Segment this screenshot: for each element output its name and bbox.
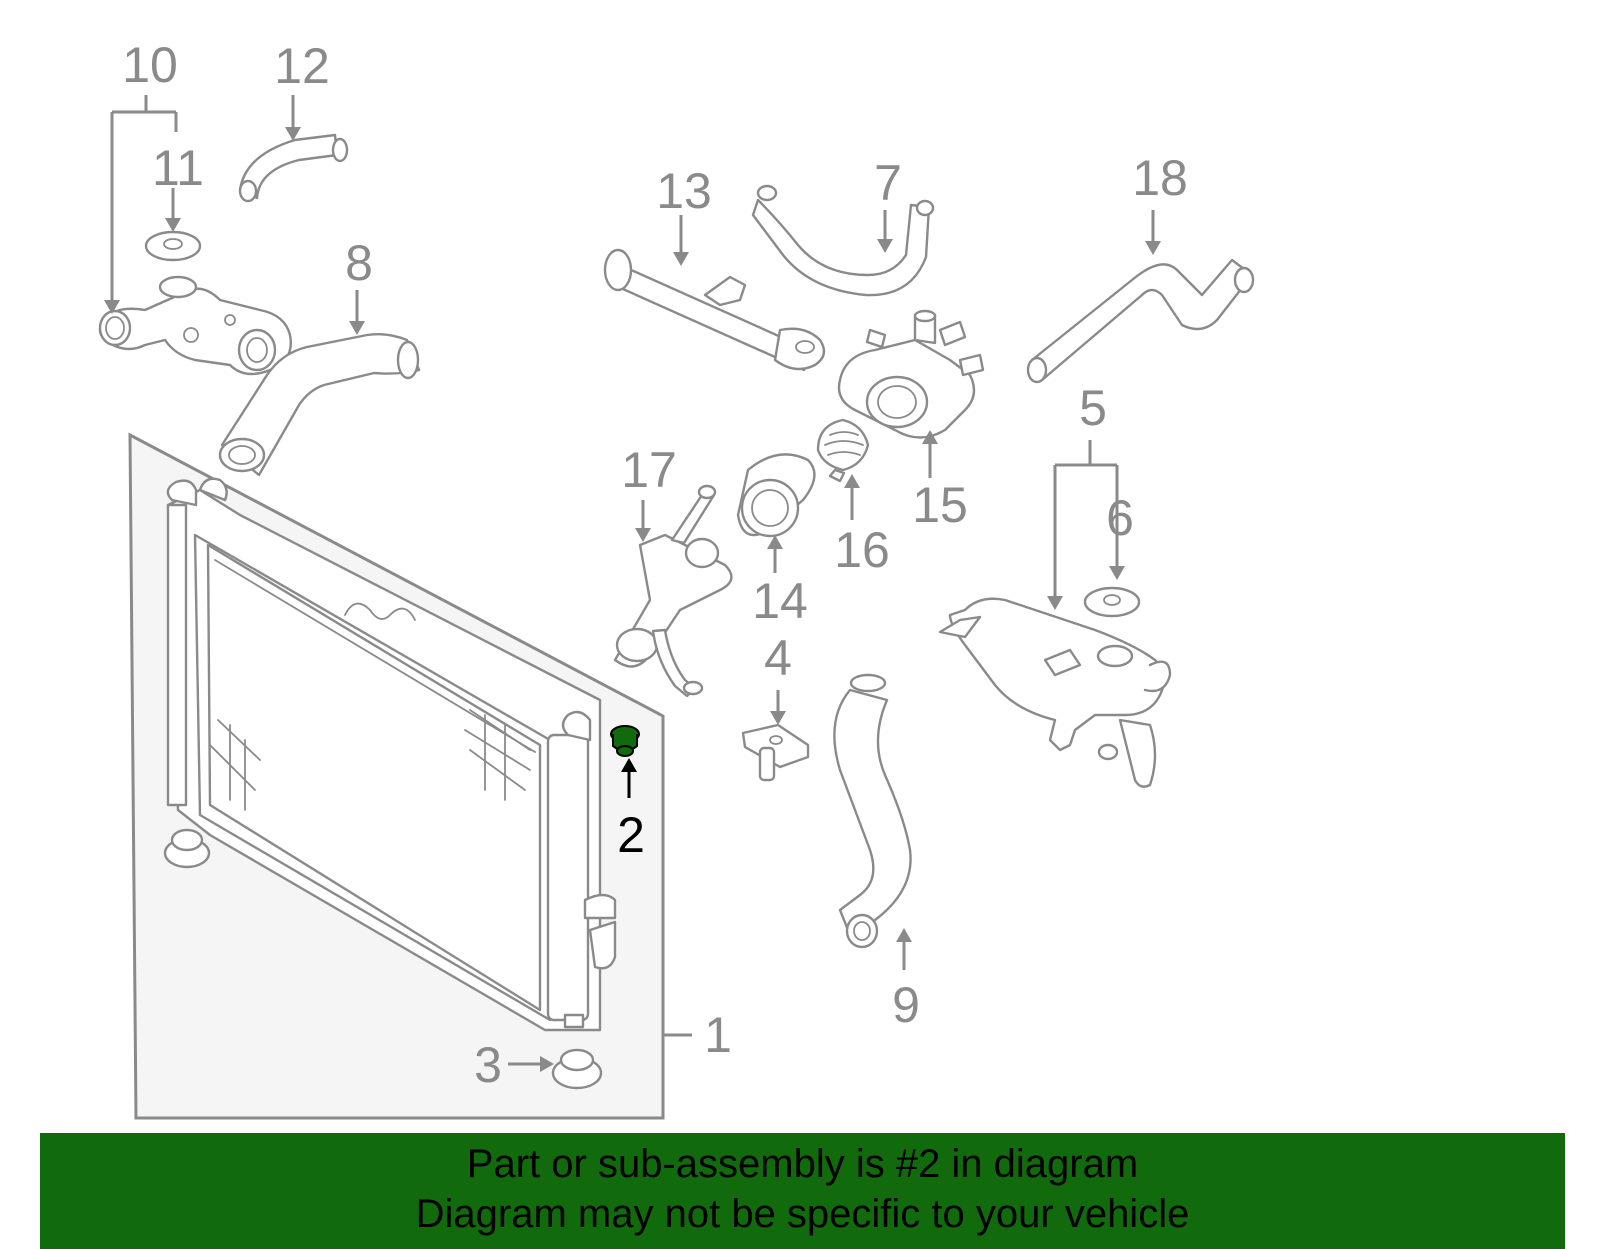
- callout-6: 6: [1106, 490, 1134, 546]
- callout-5: 5: [1079, 380, 1107, 436]
- lower-left-mount: [163, 828, 211, 869]
- radiator-mount-part-3: [551, 1048, 603, 1090]
- lower-hose-part-9: [833, 673, 912, 949]
- callout-2-highlighted: 2: [617, 807, 645, 863]
- callout-1: 1: [704, 1007, 732, 1063]
- upper-hose-part-8: [218, 332, 421, 477]
- callout-16: 16: [834, 522, 890, 578]
- hose-part-7: [751, 184, 935, 297]
- callout-17: 17: [621, 442, 677, 498]
- reservoir-part-5: [938, 597, 1172, 788]
- banner-line-2: Diagram may not be specific to your vehi…: [415, 1192, 1190, 1236]
- callout-13: 13: [656, 163, 712, 219]
- callout-7: 7: [874, 155, 902, 211]
- bracket-part-4: [741, 723, 810, 782]
- bypass-pipe-part-13: [603, 248, 826, 372]
- leader-lines: [104, 95, 1161, 1072]
- radiator: [166, 477, 617, 1032]
- callout-8: 8: [345, 235, 373, 291]
- info-banner: Part or sub-assembly is #2 in diagram Di…: [40, 1133, 1565, 1249]
- callout-12: 12: [274, 38, 330, 94]
- thermostat-housing-part-15: [837, 309, 985, 439]
- callout-labels: 10 11 12 8 13 7 18 5 6 15 16 14 17 4 9 3…: [122, 37, 1188, 1093]
- hose-part-12: [238, 133, 349, 203]
- water-inlet-part-14: [736, 453, 816, 538]
- callout-10: 10: [122, 37, 178, 93]
- callout-3: 3: [474, 1037, 502, 1093]
- thermostat-part-16: [816, 418, 870, 483]
- callout-18: 18: [1132, 150, 1188, 206]
- callout-11: 11: [152, 140, 204, 196]
- callout-15: 15: [912, 477, 968, 533]
- callout-14: 14: [752, 573, 808, 629]
- reservoir-cap-part-6: [1083, 586, 1141, 618]
- banner-line-1: Part or sub-assembly is #2 in diagram: [466, 1142, 1139, 1186]
- hose-part-18: [1026, 258, 1255, 384]
- water-outlet-housing-part-10: [98, 275, 292, 376]
- pipe-part-17: [613, 484, 733, 698]
- callout-4: 4: [764, 630, 792, 686]
- radiator-cap-part-2-highlighted: [610, 725, 640, 757]
- cap-part-11: [144, 230, 202, 262]
- callout-9: 9: [892, 977, 920, 1033]
